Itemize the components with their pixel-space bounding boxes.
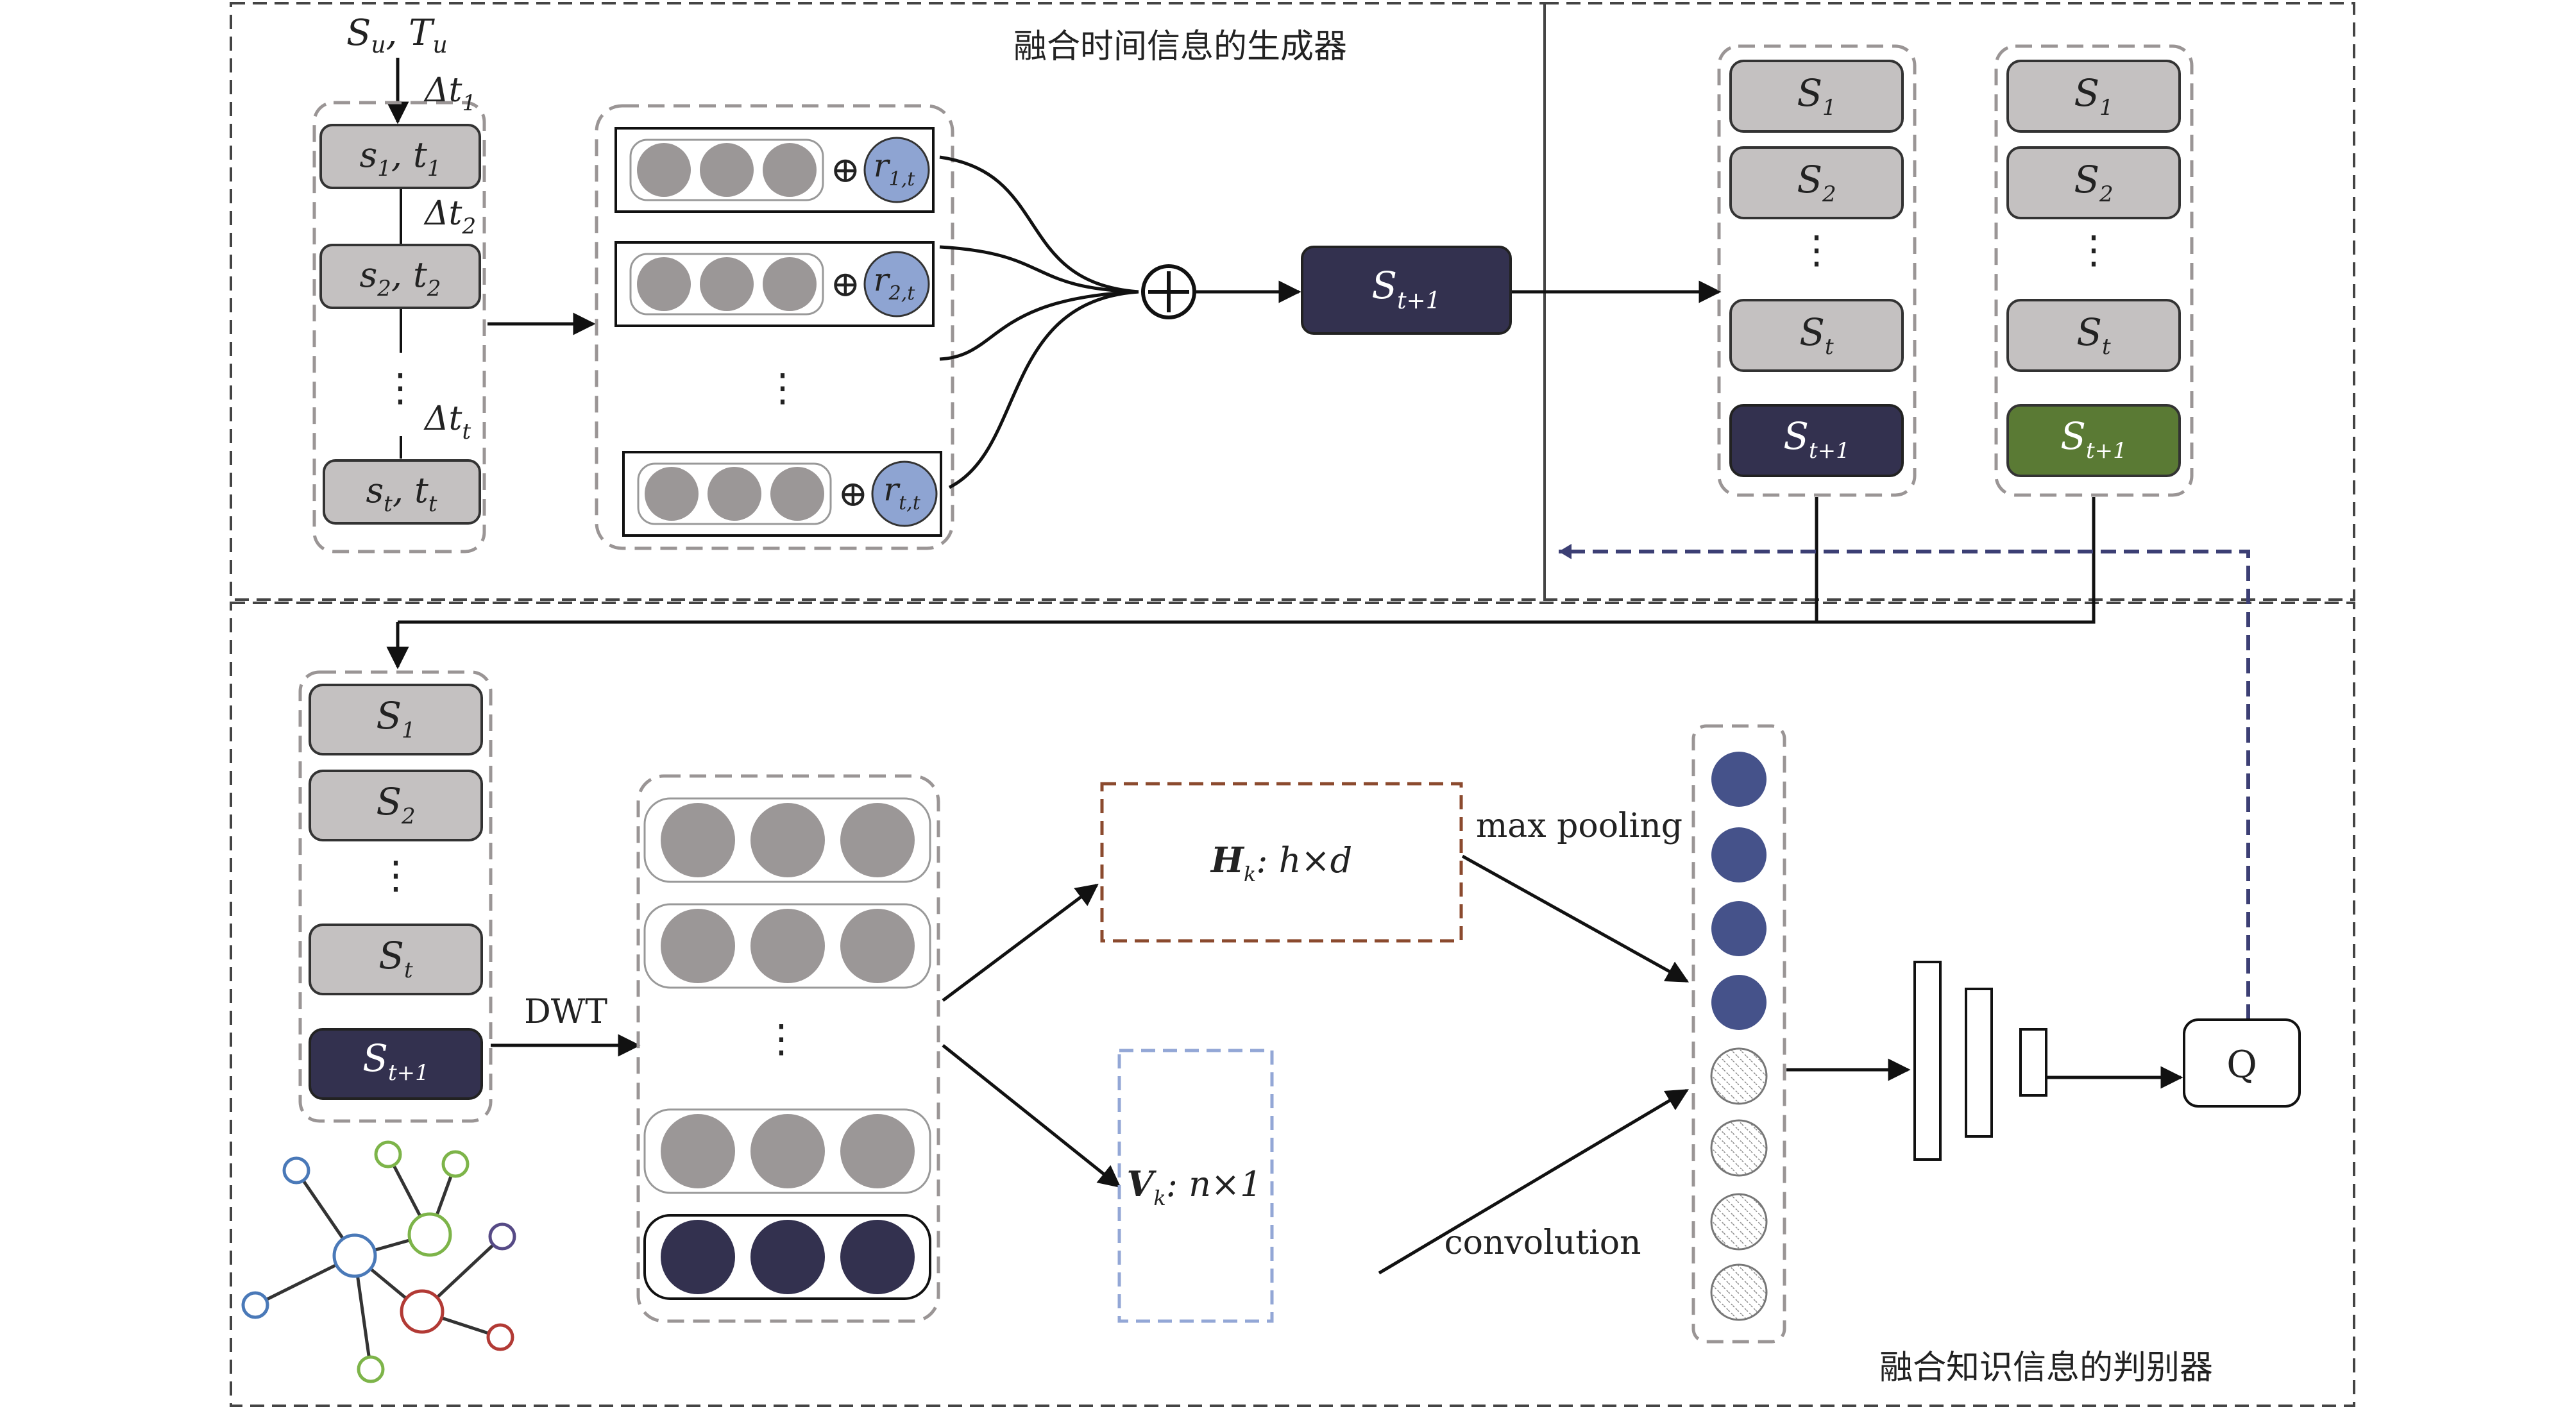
embedding-row-1: ⊕ r1,t	[614, 127, 935, 213]
svg-text:Q: Q	[2226, 1043, 2257, 1086]
merge-curves	[939, 155, 1139, 489]
sequence-merge-lines	[398, 497, 2096, 624]
embedding-row-2: ⊕ r2,t	[614, 241, 935, 327]
svg-text:S2: S2	[1797, 158, 1836, 207]
gen-seq-item-2: S2	[1729, 146, 1904, 219]
real-sequence-group	[1994, 44, 2194, 497]
seq-item-1: s1, t1	[319, 124, 481, 189]
knowledge-graph-icon	[241, 1140, 516, 1383]
relation-node-t	[871, 460, 938, 527]
disc-seq-item-t: St	[309, 924, 483, 995]
wavelet-row-1	[643, 797, 931, 883]
svg-text:rt,t: rt,t	[883, 471, 920, 514]
seq-item-t: st, tt	[323, 459, 481, 525]
svg-text:r1,t: r1,t	[874, 147, 916, 190]
disc-seq-item-next: St+1	[309, 1028, 483, 1100]
feature-vector-group	[1691, 724, 1786, 1344]
svg-text:r2,t: r2,t	[874, 261, 916, 305]
svg-text:St+1: St+1	[2060, 414, 2127, 464]
v-vector-label: Vk: n×1	[1126, 1163, 1262, 1210]
svg-text:s1, t1: s1, t1	[359, 135, 441, 181]
svg-text:St: St	[378, 934, 413, 983]
wavelet-ellipsis: ⋮	[762, 1017, 801, 1061]
gen-seq-item-1: S1	[1729, 60, 1904, 133]
wavelet-row-3	[643, 1108, 931, 1194]
disc-sequence-group	[298, 670, 493, 1123]
input-sequence-group	[312, 101, 486, 553]
sequence-frame	[1543, 2, 2355, 601]
conv-features	[1710, 1047, 1768, 1321]
max-pooling-label: max pooling	[1476, 807, 1682, 845]
convolution-arrow	[1378, 1088, 1690, 1275]
input-label: Su, Tu	[346, 12, 448, 58]
svg-text:St+1: St+1	[1371, 264, 1440, 314]
relation-node-2	[863, 251, 930, 317]
delta-t-1: Δt1	[423, 71, 476, 116]
embedding-row-t: ⊕ rt,t	[622, 451, 942, 537]
to-h-arrow	[942, 883, 1099, 1002]
real-seq-item-t: St	[2006, 299, 2181, 372]
delta-t-t: Δtt	[423, 400, 471, 444]
max-pooling-arrow	[1461, 854, 1690, 983]
seq-item-2: s2, t2	[319, 244, 481, 309]
svg-text:S1: S1	[1797, 71, 1836, 121]
embedding-group	[595, 104, 954, 550]
dwt-label: DWT	[524, 993, 607, 1031]
svg-text:S1: S1	[2074, 71, 2113, 121]
svg-text:S2: S2	[376, 780, 415, 829]
disc-seq-ellipsis: ⋮	[377, 853, 415, 898]
svg-text:St: St	[2076, 310, 2111, 360]
concat-symbol-t: ⊕	[838, 473, 869, 515]
svg-text:st, tt: st, tt	[366, 470, 437, 517]
svg-text:S2: S2	[2074, 158, 2113, 207]
real-seq-item-next: St+1	[2006, 404, 2181, 477]
embedding-ellipsis: ⋮	[763, 366, 802, 410]
seq-ellipsis: ⋮	[381, 366, 419, 410]
feedback-line	[1559, 550, 2250, 1020]
gen-seq-item-next: St+1	[1729, 404, 1904, 477]
disc-seq-item-2: S2	[309, 770, 483, 841]
svg-text:s2, t2: s2, t2	[359, 255, 441, 301]
concat-symbol-2: ⊕	[831, 264, 861, 305]
svg-text:St+1: St+1	[362, 1036, 429, 1086]
generator-title: 融合时间信息的生成器	[1013, 28, 1347, 66]
real-seq-ellipsis: ⋮	[2074, 228, 2113, 273]
generated-output-box: St+1	[1301, 246, 1512, 335]
h-matrix-box	[1100, 782, 1463, 943]
real-seq-item-2: S2	[2006, 146, 2181, 219]
svg-text:St+1: St+1	[1783, 414, 1850, 464]
concat-symbol-1: ⊕	[831, 149, 861, 191]
to-v-arrow	[942, 1044, 1121, 1188]
svg-text:St: St	[1799, 310, 1834, 360]
gen-seq-ellipsis: ⋮	[1797, 228, 1836, 273]
convolution-label: convolution	[1444, 1224, 1641, 1262]
fully-connected-layers	[1913, 961, 2047, 1161]
generated-sequence-group	[1717, 44, 1917, 497]
discriminator-title: 融合知识信息的判别器	[1879, 1349, 2213, 1387]
svg-text:S1: S1	[376, 694, 415, 743]
real-seq-item-1: S1	[2006, 60, 2181, 133]
relation-node-1	[863, 137, 930, 203]
wavelet-row-4	[643, 1214, 931, 1300]
feedback-arrowhead	[1559, 544, 1572, 559]
sum-node	[1141, 264, 1196, 319]
v-vector-box	[1117, 1049, 1274, 1323]
delta-t-2: Δt2	[423, 194, 476, 239]
wavelet-row-2	[643, 903, 931, 989]
pooled-features	[1711, 752, 1767, 1030]
gen-seq-item-t: St	[1729, 299, 1904, 372]
q-output-box: Q	[2183, 1018, 2301, 1108]
h-matrix-label: Hk: h×d	[1210, 839, 1352, 886]
generator-frame	[230, 2, 1546, 601]
disc-seq-item-1: S1	[309, 684, 483, 755]
